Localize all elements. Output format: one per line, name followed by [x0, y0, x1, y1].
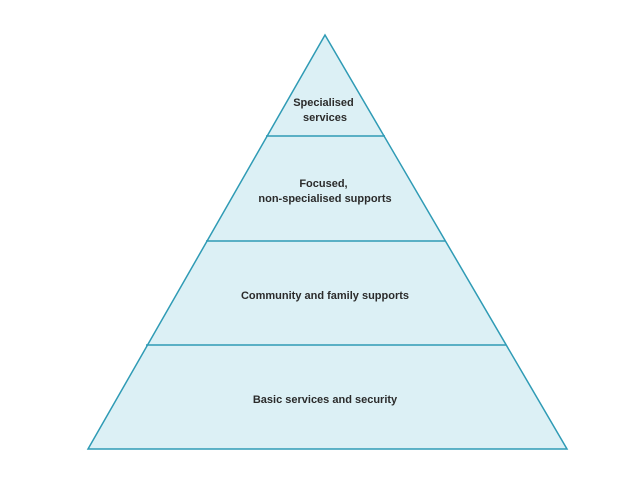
tier-label-specialised-services: Specialised services [293, 97, 357, 124]
tier-label-focused-supports: Focused, non-specialised supports [258, 178, 391, 205]
tier-label-basic-services-security: Basic services and security [253, 394, 398, 406]
tier-label-community-family-supports: Community and family supports [241, 290, 409, 302]
